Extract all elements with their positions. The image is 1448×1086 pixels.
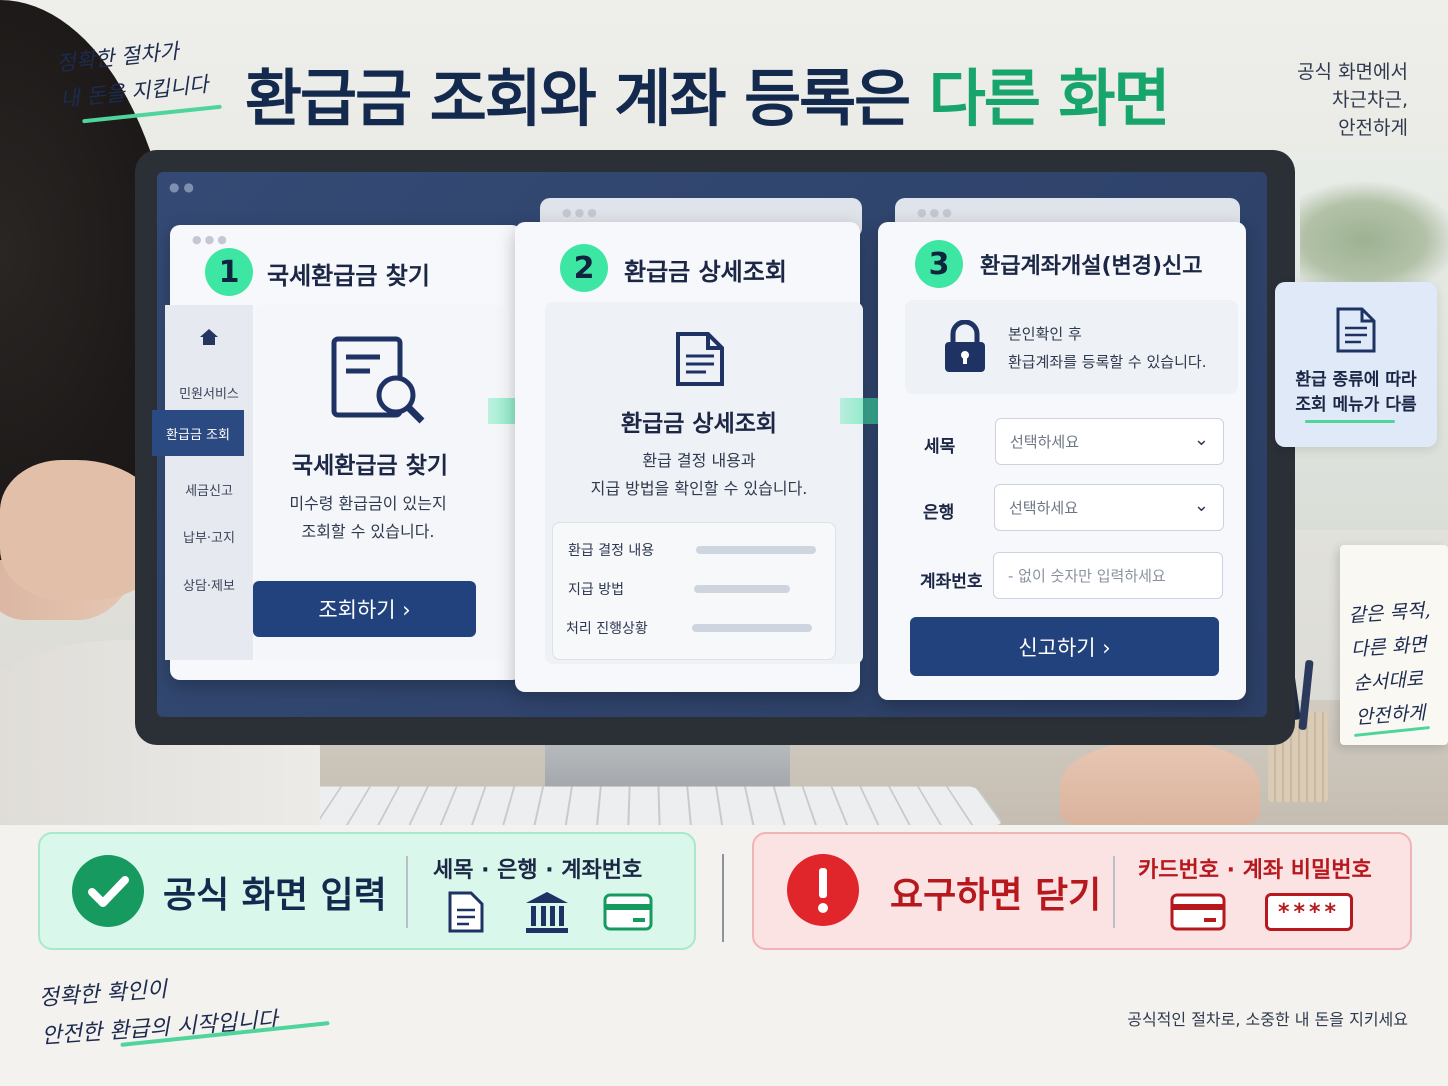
warning-icon	[787, 854, 859, 930]
divider	[722, 854, 724, 942]
home-icon[interactable]	[165, 327, 253, 351]
panel-title: 환급계좌개설(변경)신고	[980, 254, 1203, 279]
panel-title: 국세환급금 찾기	[267, 262, 430, 290]
document-icon	[674, 330, 726, 392]
page-title: 환급금 조회와 계좌 등록은 다른 화면	[245, 62, 1171, 135]
handwritten-note-card	[1340, 545, 1448, 745]
note-card-text: 같은 목적, 다른 화면 순서대로 안전하게	[1347, 599, 1432, 729]
panel1-description: 미수령 환급금이 있는지 조회할 수 있습니다.	[289, 494, 447, 541]
side-info-card: 환급 종류에 따라 조회 메뉴가 다름	[1275, 282, 1437, 447]
card-icon	[1170, 893, 1226, 935]
official-input-label: 공식 화면 입력	[163, 875, 387, 916]
window-dots: ●●	[169, 180, 198, 194]
field-label-account: 계좌번호	[920, 572, 983, 592]
document-search-icon	[330, 335, 426, 431]
chevron-down-icon: ⌄	[1193, 429, 1209, 450]
password-mask-icon: ****	[1265, 893, 1353, 931]
refuse-label: 요구하면 닫기	[890, 875, 1102, 916]
official-input-box	[38, 832, 696, 950]
panel1-heading: 국세환급금 찾기	[291, 453, 449, 479]
nav-item-civil[interactable]: 민원서비스	[179, 387, 239, 402]
footer-text: 공식적인 절차로, 소중한 내 돈을 지키세요	[1127, 1010, 1408, 1029]
placeholder-bar	[692, 624, 812, 632]
placeholder-bar	[696, 546, 816, 554]
bank-icon	[524, 890, 570, 938]
allowed-items: 세목 · 은행 · 계좌번호	[433, 858, 643, 883]
nav-item-refund-active[interactable]: 환급금 조회	[152, 410, 244, 456]
step-number-2: 2	[560, 244, 608, 292]
step-number-3: 3	[915, 240, 963, 288]
panel2-heading: 환급금 상세조회	[620, 411, 778, 437]
hand-on-mouse	[1060, 740, 1260, 825]
lookup-button[interactable]: 조회하기 ›	[253, 581, 476, 637]
check-circle-icon	[72, 855, 144, 931]
lock-icon	[943, 319, 987, 378]
document-icon	[447, 890, 485, 938]
step-number-1: 1	[205, 248, 253, 296]
bank-select[interactable]: 선택하세요 ⌄	[994, 484, 1224, 531]
detail-row-status: 처리 진행상황	[566, 621, 648, 637]
submit-report-button[interactable]: 신고하기 ›	[910, 617, 1219, 676]
nav-item-payment[interactable]: 납부·고지	[183, 531, 235, 546]
forbidden-items: 카드번호 · 계좌 비밀번호	[1138, 858, 1372, 883]
tax-type-select[interactable]: 선택하세요 ⌄	[995, 418, 1224, 465]
divider	[406, 856, 408, 928]
panel2-description: 환급 결정 내용과 지급 방법을 확인할 수 있습니다.	[590, 451, 808, 498]
side-nav: 민원서비스 세금신고 납부·고지 상담·제보	[165, 305, 253, 660]
account-number-input[interactable]: - 없이 숫자만 입력하세요	[993, 552, 1223, 599]
nav-item-tax-report[interactable]: 세금신고	[185, 484, 233, 499]
field-label-tax: 세목	[924, 437, 956, 457]
notice-text: 본인확인 후 환급계좌를 등록할 수 있습니다.	[1008, 325, 1207, 371]
placeholder-bar	[694, 585, 790, 593]
underline-stroke	[1305, 420, 1395, 423]
detail-row-method: 지급 방법	[568, 582, 624, 598]
card-icon	[603, 893, 653, 935]
background-plant	[1300, 180, 1448, 300]
keyboard	[285, 786, 1005, 825]
divider	[1113, 856, 1115, 928]
field-label-bank: 은행	[923, 503, 955, 523]
detail-row-decision: 환급 결정 내용	[568, 543, 655, 559]
side-card-text: 환급 종류에 따라 조회 메뉴가 다름	[1295, 370, 1417, 415]
top-right-note: 공식 화면에서 차근차근, 안전하게	[1297, 61, 1408, 139]
panel-title: 환급금 상세조회	[624, 258, 787, 286]
chevron-down-icon: ⌄	[1193, 495, 1209, 516]
nav-item-consult[interactable]: 상담·제보	[183, 579, 235, 594]
document-icon	[1335, 306, 1377, 358]
